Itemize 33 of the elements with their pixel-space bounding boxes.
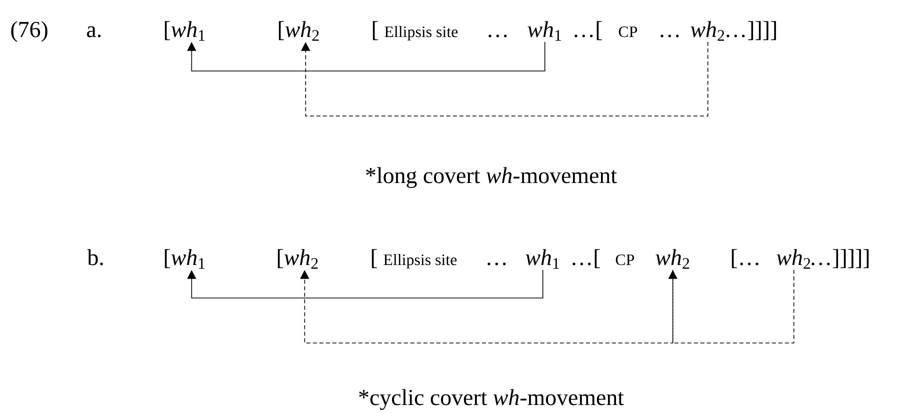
bracket-text: …]]]]]: [812, 249, 869, 268]
category-text: CP: [618, 26, 638, 38]
wh-word: wh$_{2}$: [776, 249, 810, 269]
category-text: CP: [616, 254, 634, 266]
example-letter: b.: [87, 249, 103, 266]
wh-word: [wh$_{1}$: [164, 21, 205, 41]
ellipsis-text: …: [488, 262, 506, 266]
ellipsis-site-text: Ellipsis site: [384, 254, 457, 268]
wh-word: wh$_{1}$: [526, 249, 559, 269]
movement-arrow: [668, 270, 794, 344]
bracket-text: …[: [574, 21, 602, 40]
caption-text: *long covert wh-movement: [366, 167, 617, 188]
bracket-text: [: [372, 21, 378, 40]
wh-word: [wh$_{1}$: [164, 249, 205, 269]
ellipsis-text: …: [488, 34, 507, 38]
bracket-text: …]]]]: [726, 21, 776, 40]
example-number: (76): [11, 21, 48, 42]
bracket-text: [: [372, 249, 378, 268]
bracket-text: …[: [572, 249, 600, 268]
movement-arrow: [187, 270, 544, 298]
wh-word: wh$_{2}$: [690, 21, 724, 41]
wh-word: [wh$_{2}$: [278, 249, 318, 269]
bracket-text: […: [732, 249, 758, 268]
ellipsis-text: …: [660, 34, 679, 38]
ellipsis-site-text: Ellipsis site: [384, 26, 458, 40]
wh-word: [wh$_{2}$: [278, 21, 319, 41]
caption-text: *cyclic covert wh-movement: [359, 389, 624, 410]
wh-word: wh$_{1}$: [528, 21, 561, 41]
movement-arrow: [187, 42, 546, 72]
wh-word: wh$_{2}$: [656, 249, 690, 269]
movement-arrow: [300, 270, 674, 344]
example-letter: a.: [87, 26, 101, 38]
movement-arrow: [301, 42, 708, 116]
